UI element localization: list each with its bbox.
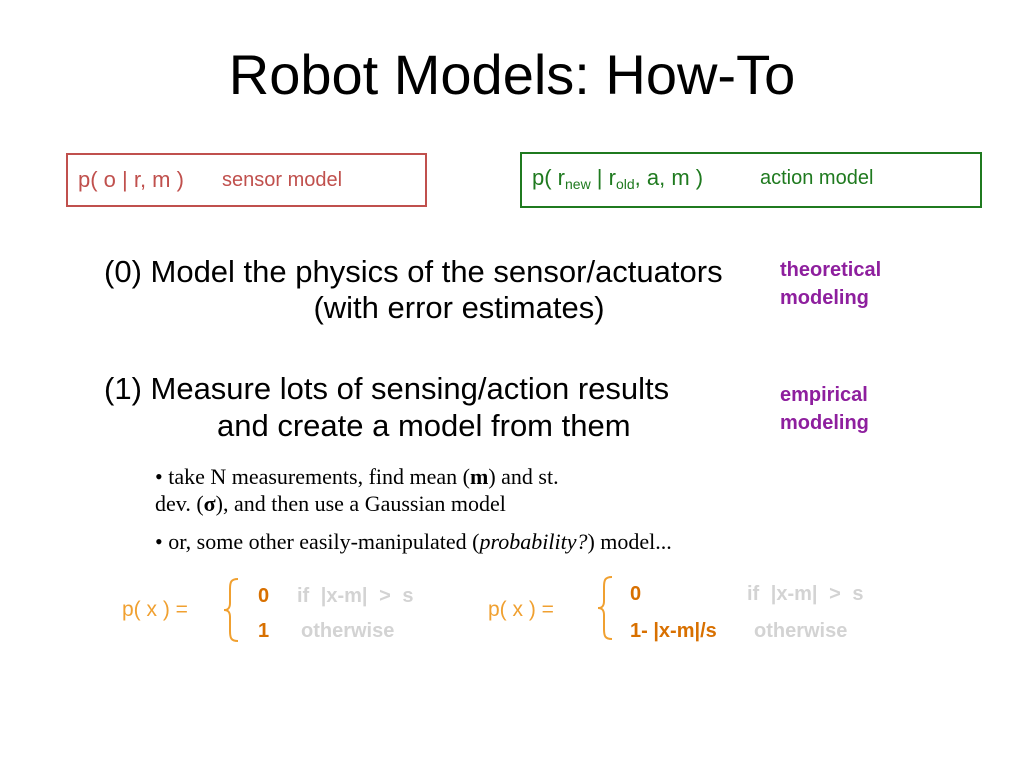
formula-right-case1-value: 0 bbox=[630, 583, 642, 605]
bullet-text: • take N measurements, find mean ( bbox=[155, 464, 470, 489]
bullet-text: dev. ( bbox=[155, 491, 204, 516]
formula-left-case2-value: 1 bbox=[258, 620, 270, 642]
bullet-text: ) model... bbox=[587, 529, 672, 554]
action-formula-prefix: p( r bbox=[532, 165, 565, 190]
slide-title: Robot Models: How-To bbox=[228, 43, 796, 106]
tag-line2: modeling bbox=[780, 287, 869, 309]
theoretical-modeling-tag: theoretical modeling bbox=[780, 256, 881, 312]
bullet-gaussian-line1: • take N measurements, find mean (m) and… bbox=[155, 463, 559, 490]
sensor-model-formula: p( o | r, m ) bbox=[78, 167, 184, 192]
formula-right-case1-condition: if |x-m| > s bbox=[747, 583, 864, 605]
tag-line1: empirical bbox=[780, 384, 868, 406]
approach-1-line1: (1) Measure lots of sensing/action resul… bbox=[104, 371, 670, 406]
probability-emphasis: probability? bbox=[479, 529, 588, 554]
empirical-modeling-tag: empirical modeling bbox=[780, 381, 869, 437]
formula-right-brace-icon bbox=[597, 576, 613, 640]
formula-right-lhs: p( x ) = bbox=[488, 598, 554, 621]
formula-left-brace-icon bbox=[223, 578, 239, 642]
action-model-label: action model bbox=[760, 167, 874, 189]
bullet-text: ) and st. bbox=[488, 464, 559, 489]
formula-left-case2-condition: otherwise bbox=[301, 620, 395, 642]
approach-1-line2: and create a model from them bbox=[217, 408, 631, 443]
formula-right-case2-value: 1- |x-m|/s bbox=[630, 620, 717, 642]
sigma-symbol: σ bbox=[203, 491, 216, 516]
approach-0-line2: (with error estimates) bbox=[313, 290, 605, 325]
bullet-other-model: • or, some other easily-manipulated (pro… bbox=[155, 528, 672, 555]
bullet-text: ), and then use a Gaussian model bbox=[215, 491, 506, 516]
formula-left-lhs: p( x ) = bbox=[122, 598, 188, 621]
action-formula-subscript-new: new bbox=[565, 176, 591, 192]
action-model-box: p( rnew | rold, a, m ) action model bbox=[520, 152, 982, 208]
approach-0-line1: (0) Model the physics of the sensor/actu… bbox=[104, 254, 723, 289]
action-formula-subscript-old: old bbox=[615, 176, 635, 192]
tag-line2: modeling bbox=[780, 412, 869, 434]
bullet-gaussian-line2: dev. (σ), and then use a Gaussian model bbox=[155, 490, 506, 517]
mean-symbol: m bbox=[469, 464, 489, 489]
sensor-model-box: p( o | r, m ) sensor model bbox=[66, 153, 427, 207]
action-formula-suffix: , a, m ) bbox=[634, 165, 704, 190]
formula-left-case1-value: 0 bbox=[258, 585, 270, 607]
formula-left-case1-condition: if |x-m| > s bbox=[297, 585, 414, 607]
bullet-text: • or, some other easily-manipulated ( bbox=[155, 529, 480, 554]
action-formula-middle: | r bbox=[590, 165, 616, 190]
tag-line1: theoretical bbox=[780, 259, 882, 281]
formula-right-case2-condition: otherwise bbox=[754, 620, 848, 642]
sensor-model-label: sensor model bbox=[222, 169, 343, 191]
action-model-formula: p( rnew | rold, a, m ) bbox=[532, 154, 703, 202]
